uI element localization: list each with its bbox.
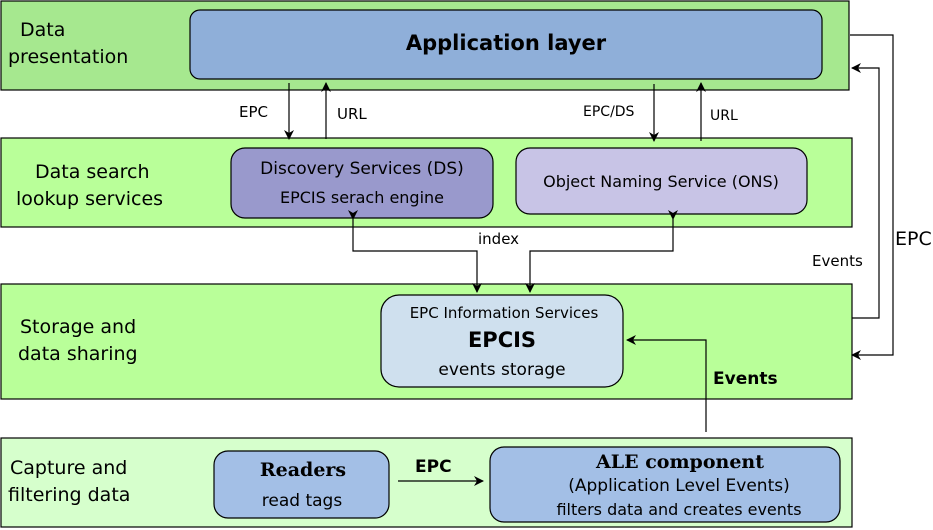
- layer-data-search: Data search lookup services Discovery Se…: [0, 137, 853, 228]
- application-layer-title: Application layer: [406, 31, 607, 55]
- arrow-index-ons-epcis: [525, 210, 678, 293]
- arrow-epcis-events-to-app: [851, 63, 880, 319]
- layer-presentation-label-line1: Data: [20, 19, 65, 41]
- layer-search-label-line1: Data search: [35, 161, 150, 183]
- layer-storage: Storage and data sharing EPC Information…: [0, 283, 853, 400]
- ale-component-box[interactable]: [489, 446, 841, 523]
- connectors-index: [348, 210, 678, 293]
- layer-search-label-line2: lookup services: [16, 188, 163, 210]
- edge-label-epcis-events: Events: [812, 252, 863, 270]
- edge-label-readers-epc: EPC: [415, 457, 452, 477]
- connectors-top: [284, 82, 706, 142]
- arrow-index-ds-epcis: [348, 210, 482, 293]
- connectors-right: [850, 34, 894, 360]
- readers-title: Readers: [260, 459, 346, 481]
- connector-ale-epcis: [626, 335, 707, 432]
- edge-label-ale-events: Events: [713, 369, 778, 389]
- arrow-ale-to-epcis: [626, 335, 707, 432]
- epcis-line2: events storage: [438, 360, 565, 380]
- readers-box[interactable]: [213, 450, 390, 519]
- layer-presentation-label-line2: presentation: [8, 46, 128, 68]
- application-layer-box[interactable]: [189, 9, 823, 80]
- layer-storage-label-line2: data sharing: [18, 343, 138, 365]
- layer-storage-label-line1: Storage and: [20, 316, 136, 338]
- edge-label-app-epc: EPC: [895, 228, 932, 250]
- edge-label-app-to-ds: EPC: [239, 103, 268, 121]
- epcis-title: EPCIS: [468, 328, 536, 352]
- layer-capture: Capture and filtering data Readers read …: [0, 437, 853, 528]
- ons-line1: Object Naming Service (ONS): [543, 172, 779, 191]
- edge-label-ds-to-app: URL: [337, 105, 367, 123]
- edge-label-app-to-ons: EPC/DS: [583, 104, 635, 120]
- layer-capture-label-line1: Capture and: [10, 457, 127, 479]
- epcis-box[interactable]: [380, 294, 624, 388]
- arrow-app-epc-to-epcis: [850, 34, 894, 360]
- ale-component-line1: (Application Level Events): [568, 476, 790, 496]
- ale-component-title: ALE component: [595, 451, 764, 473]
- discovery-services-line1: Discovery Services (DS): [260, 159, 464, 179]
- layer-capture-label-line2: filtering data: [8, 484, 130, 506]
- discovery-services-line2: EPCIS serach engine: [280, 188, 444, 207]
- readers-line1: read tags: [262, 491, 343, 511]
- edge-label-ons-to-app: URL: [710, 108, 738, 124]
- epcis-line1: EPC Information Services: [410, 304, 599, 322]
- edge-label-index: index: [478, 230, 519, 248]
- layer-data-presentation: Data presentation Application layer: [0, 0, 850, 91]
- ale-component-line2: filters data and creates events: [556, 500, 801, 519]
